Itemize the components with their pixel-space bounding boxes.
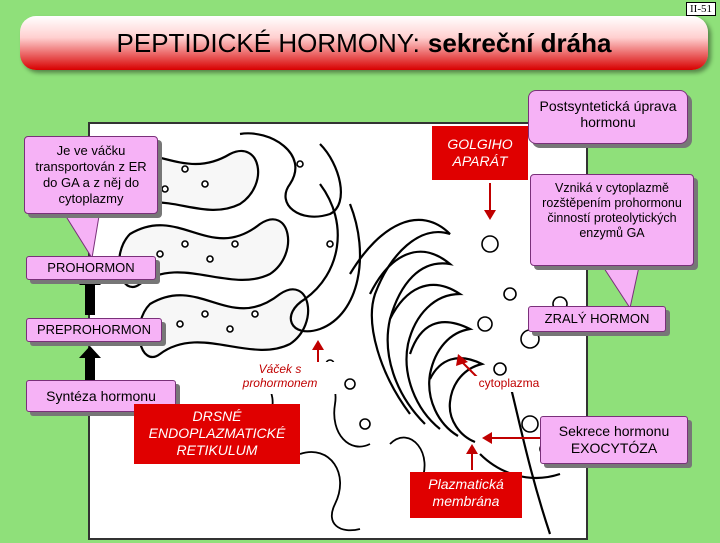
mature-hormone-callout: ZRALÝ HORMON — [528, 306, 666, 332]
title-banner: PEPTIDICKÉ HORMONY: sekreční dráha — [20, 16, 708, 70]
synthesis-text: Syntéza hormonu — [46, 388, 156, 404]
preprohormon-text: PREPROHORMON — [36, 322, 152, 337]
membrane-text: Plazmatická membrána — [428, 476, 504, 509]
cytoplasm-label: cytoplazma — [474, 376, 544, 392]
cell-illustration — [88, 122, 588, 540]
postsynthetic-text: Postsyntetická úprava hormonu — [539, 98, 677, 130]
page-number: II-51 — [686, 2, 716, 16]
cleavage-callout: Vzniká v cytoplazmě rozštěpením prohormo… — [530, 174, 694, 266]
er-label: DRSNÉ ENDOPLAZMATICKÉ RETIKULUM — [134, 404, 300, 464]
mature-hormone-text: ZRALÝ HORMON — [544, 311, 650, 326]
prohormon-text: PROHORMON — [47, 260, 135, 275]
title-part1: PEPTIDICKÉ HORMONY: — [116, 27, 420, 58]
title-part2: sekreční dráha — [427, 27, 612, 58]
secretion-text: Sekrece hormonu EXOCYTÓZA — [558, 423, 670, 456]
transport-callout: Je ve váčku transportován z ER do GA a z… — [24, 136, 158, 214]
membrane-label: Plazmatická membrána — [410, 472, 522, 518]
vesicle-text: Váček s prohormonem — [242, 362, 318, 390]
preprohormon-callout: PREPROHORMON — [26, 318, 162, 342]
er-text: DRSNÉ ENDOPLAZMATICKÉ RETIKULUM — [148, 408, 286, 458]
cleavage-text: Vzniká v cytoplazmě rozštěpením prohormo… — [542, 181, 682, 240]
golgi-text: GOLGIHO APARÁT — [447, 136, 513, 169]
golgi-label: GOLGIHO APARÁT — [432, 126, 528, 180]
secretion-callout: Sekrece hormonu EXOCYTÓZA — [540, 416, 688, 464]
transport-text: Je ve váčku transportován z ER do GA a z… — [35, 143, 147, 206]
vesicle-label: Váček s prohormonem — [222, 362, 338, 394]
prohormon-callout: PROHORMON — [26, 256, 156, 280]
cytoplasm-text: cytoplazma — [478, 376, 540, 390]
arrow-up-to-preprohormon — [79, 346, 101, 382]
postsynthetic-callout: Postsyntetická úprava hormonu — [528, 90, 688, 144]
arrow-up-to-prohormon — [79, 273, 101, 315]
